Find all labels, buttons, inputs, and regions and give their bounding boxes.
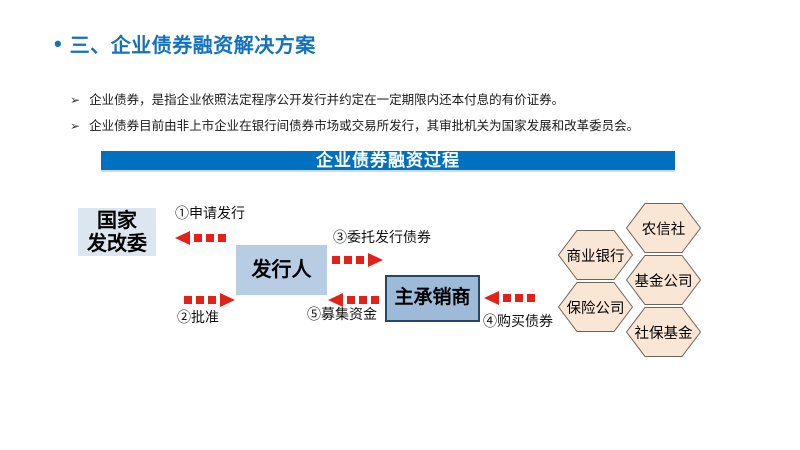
arrow-head-icon: [328, 293, 343, 307]
arrow-dash: [196, 296, 204, 304]
arrow-dash: [527, 294, 535, 302]
investor-label: 商业银行: [566, 248, 625, 265]
section-banner: 企业债券融资过程: [101, 151, 675, 172]
arrow-dash: [371, 296, 379, 304]
investor-hex-rural-credit-coop: 农信社: [626, 203, 701, 253]
hexagon-icon: [626, 203, 701, 253]
investor-hex-insurance-company: 保险公司: [558, 282, 633, 332]
arrow-dash: [194, 234, 202, 242]
arrow-dash: [347, 296, 355, 304]
investor-label: 社保基金: [634, 325, 693, 342]
arrow-head-icon: [220, 293, 235, 307]
arrow-step4-left-icon: [484, 291, 535, 305]
arrow-step5-left-icon: [328, 293, 379, 307]
step-label-purchase-bonds: ④购买债券: [483, 313, 553, 329]
step-label-delegate-issue: ③委托发行债券: [333, 229, 431, 245]
arrow-dash: [503, 294, 511, 302]
node-issuer: 发行人: [236, 245, 327, 295]
bullet-arrow-marker: ➢: [70, 119, 81, 133]
node-ndrc: 国家 发改委: [78, 208, 156, 256]
investor-label: 农信社: [641, 221, 686, 238]
bullet-text: 企业债券，是指企业依照法定程序公开发行并约定在一定期限内还本付息的有价证券。: [89, 93, 565, 107]
investor-label: 保险公司: [566, 300, 625, 317]
arrow-step1-left-icon: [175, 231, 226, 245]
node-ndrc-line2: 发改委: [87, 233, 147, 255]
arrow-head-icon: [368, 253, 383, 267]
hexagon-icon: [626, 255, 701, 305]
slide-title-row: • 三、企业债券融资解决方案: [54, 29, 316, 58]
arrow-dash: [208, 296, 216, 304]
bullet-arrow-marker: ➢: [70, 93, 81, 107]
investor-hex-commercial-bank: 商业银行: [558, 230, 633, 280]
arrow-head-icon: [484, 291, 499, 305]
node-ndrc-line1: 国家: [97, 210, 137, 232]
investor-hex-social-security-fund: 社保基金: [626, 307, 701, 357]
arrow-dash: [515, 294, 523, 302]
arrow-dash: [218, 234, 226, 242]
step-label-approve: ②批准: [177, 309, 219, 325]
page-title: 三、企业债券融资解决方案: [69, 35, 316, 57]
step-label-apply-issue: ①申请发行: [175, 205, 245, 221]
arrow-step2-right-icon: [184, 293, 235, 307]
title-bullet-dot: •: [54, 30, 62, 56]
bullet-text: 企业债券目前由非上市企业在银行间债券市场或交易所发行，其审批机关为国家发展和改革…: [89, 119, 640, 133]
investor-label: 基金公司: [634, 273, 693, 290]
arrow-dash: [206, 234, 214, 242]
step-label-raise-funds: ⑤募集资金: [307, 306, 377, 322]
bullet-item-2: ➢ 企业债券目前由非上市企业在银行间债券市场或交易所发行，其审批机关为国家发展和…: [70, 119, 770, 134]
hexagon-icon: [626, 307, 701, 357]
arrow-dash: [356, 256, 364, 264]
arrow-dash: [359, 296, 367, 304]
arrow-dash: [332, 256, 340, 264]
arrow-dash: [184, 296, 192, 304]
investor-hex-fund-company: 基金公司: [626, 255, 701, 305]
node-underwriter: 主承销商: [385, 275, 480, 322]
arrow-head-icon: [175, 231, 190, 245]
arrow-step3-right-icon: [332, 253, 383, 267]
hexagon-icon: [558, 282, 633, 332]
arrow-dash: [344, 256, 352, 264]
hexagon-icon: [558, 230, 633, 280]
bullet-item-1: ➢ 企业债券，是指企业依照法定程序公开发行并约定在一定期限内还本付息的有价证券。: [70, 93, 770, 108]
